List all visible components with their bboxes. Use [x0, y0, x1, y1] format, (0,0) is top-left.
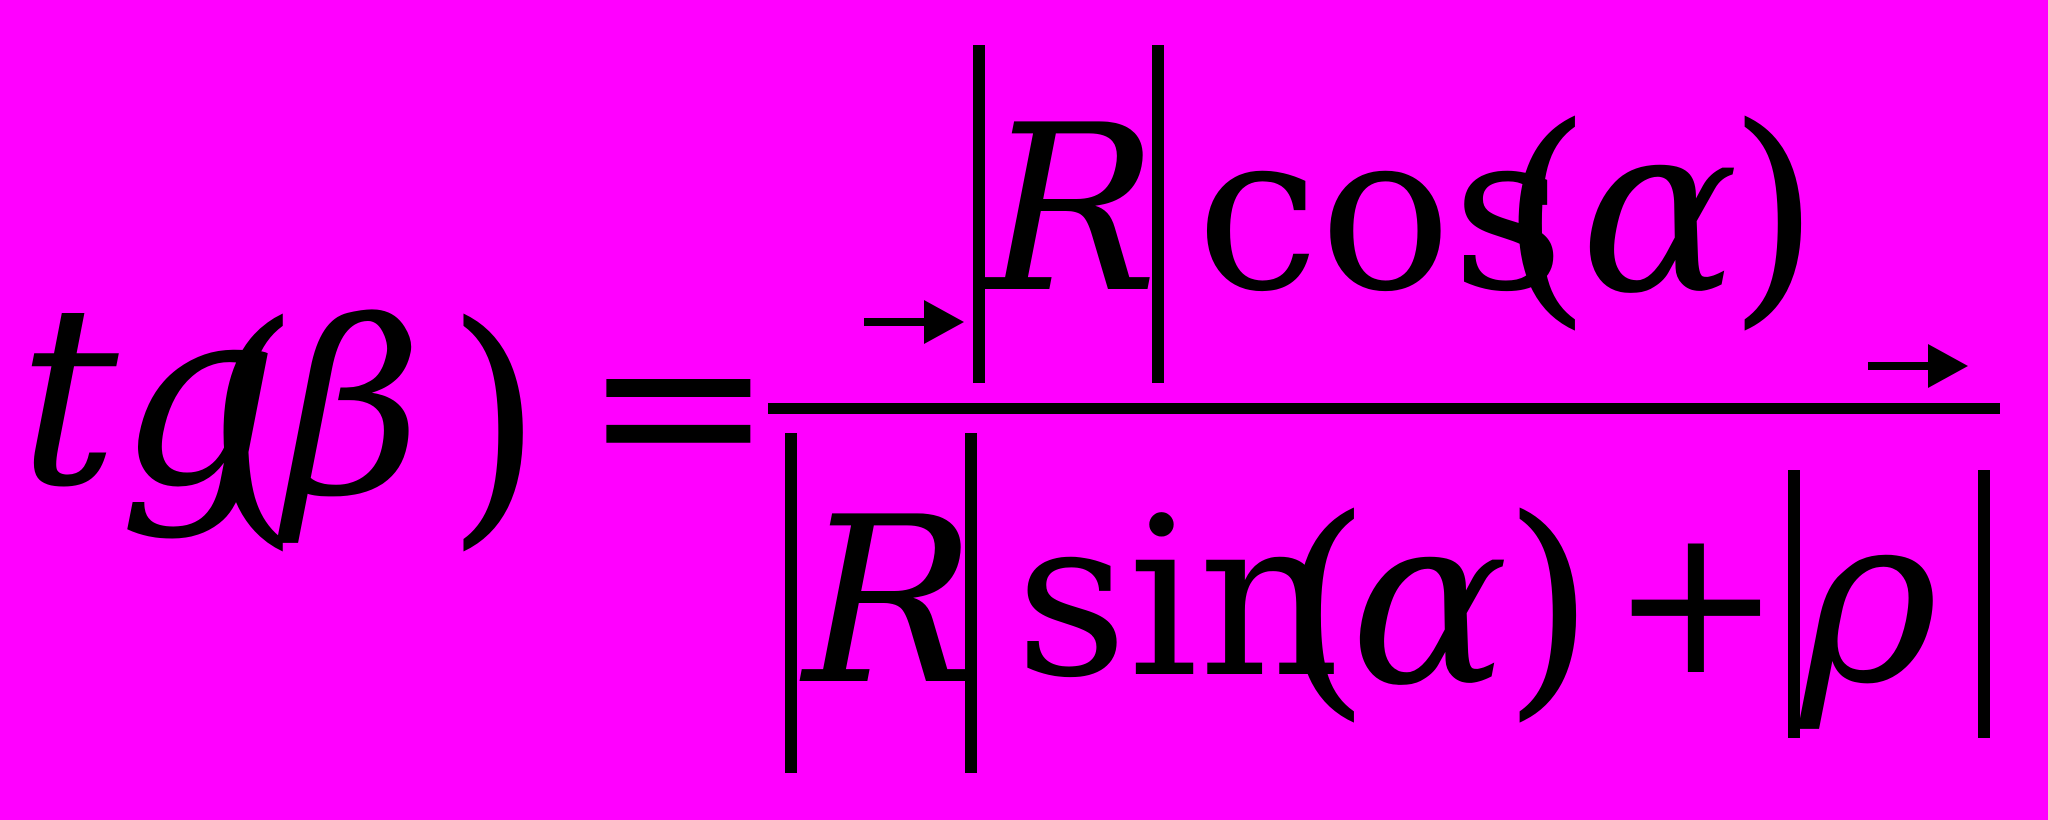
denominator-abs-bar-right	[965, 433, 977, 773]
denominator-abs-bar-left	[785, 433, 797, 773]
numerator-arrow-shaft	[864, 318, 924, 326]
cos-function: cos	[1196, 84, 1565, 340]
rho-symbol: ρ	[1800, 463, 1939, 736]
numerator-open-paren: (	[1500, 77, 1592, 350]
lhs-open-paren: (	[204, 271, 301, 573]
numerator-vector-R: R	[985, 77, 1159, 344]
denominator-open-paren: (	[1279, 469, 1371, 742]
lhs-close-paren: )	[446, 271, 543, 573]
numerator-alpha-symbol: α	[1580, 73, 1739, 346]
numerator-close-paren: )	[1728, 77, 1820, 350]
beta-symbol: β	[284, 270, 423, 550]
fraction-bar	[768, 403, 2000, 414]
tg-function: tg	[18, 251, 279, 542]
plus-sign: +	[1610, 483, 1782, 721]
denominator-alpha-symbol: α	[1350, 465, 1509, 738]
rho-abs-bar-right	[1978, 470, 1990, 738]
equals-sign: =	[582, 271, 775, 538]
denominator-vector-R: R	[803, 469, 977, 736]
numerator-abs-bar-left	[973, 45, 985, 383]
denominator-arrow-head	[1928, 344, 1968, 388]
rho-abs-bar-left	[1788, 470, 1800, 738]
sin-function: sin	[1015, 470, 1340, 726]
denominator-close-paren: )	[1503, 469, 1595, 742]
denominator-arrow-shaft	[1868, 362, 1928, 370]
numerator-abs-bar-right	[1152, 45, 1164, 383]
numerator-arrow-head	[924, 300, 964, 344]
